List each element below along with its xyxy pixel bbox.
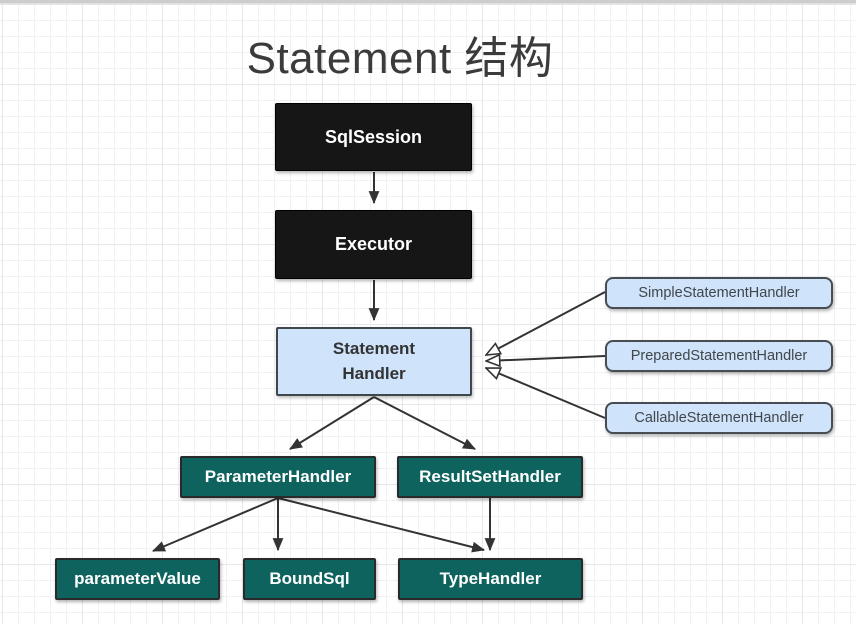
statement-handler-line2: Handler xyxy=(342,363,406,383)
node-sqlsession: SqlSession xyxy=(275,103,472,171)
node-sqlsession-label: SqlSession xyxy=(324,126,423,147)
node-resultset-handler: ResultSetHandler xyxy=(397,456,583,498)
edge-callable-statementhandler xyxy=(486,367,606,419)
node-type-handler: TypeHandler xyxy=(398,558,583,600)
node-simple-statement-handler-label: SimpleStatementHandler xyxy=(638,285,800,301)
node-parameter-value: parameterValue xyxy=(55,558,220,600)
node-executor: Executor xyxy=(275,210,472,279)
node-parameter-handler-label: ParameterHandler xyxy=(204,467,352,486)
node-prepared-statement-handler-label: PreparedStatementHandler xyxy=(630,348,808,364)
node-callable-statement-handler: CallableStatementHandler xyxy=(605,402,833,434)
node-executor-label: Executor xyxy=(334,234,413,254)
top-window-edge xyxy=(0,0,856,4)
edge-prepared-statementhandler xyxy=(486,356,606,361)
node-type-handler-label: TypeHandler xyxy=(439,569,542,588)
node-resultset-handler-label: ResultSetHandler xyxy=(419,467,561,486)
node-boundsql-label: BoundSql xyxy=(269,569,350,588)
node-parameter-value-label: parameterValue xyxy=(74,569,201,588)
diagram-title: Statement 结构 xyxy=(246,34,554,83)
node-prepared-statement-handler: PreparedStatementHandler xyxy=(605,340,833,372)
edge-simple-statementhandler xyxy=(486,291,606,355)
node-statement-handler: Statement Handler xyxy=(276,327,472,396)
edge-parameterhandler-parametervalue xyxy=(152,497,279,552)
node-parameter-handler: ParameterHandler xyxy=(180,456,376,498)
node-callable-statement-handler-label: CallableStatementHandler xyxy=(634,410,804,426)
node-simple-statement-handler: SimpleStatementHandler xyxy=(605,277,833,309)
edge-parameterhandler-typehandler xyxy=(277,497,486,553)
statement-handler-line1: Statement xyxy=(332,338,416,358)
node-statement-handler-label: Statement Handler xyxy=(333,337,415,386)
node-boundsql: BoundSql xyxy=(243,558,376,600)
edge-statementhandler-parameterhandler xyxy=(289,396,375,450)
edge-statementhandler-resultsethandler xyxy=(373,396,476,450)
